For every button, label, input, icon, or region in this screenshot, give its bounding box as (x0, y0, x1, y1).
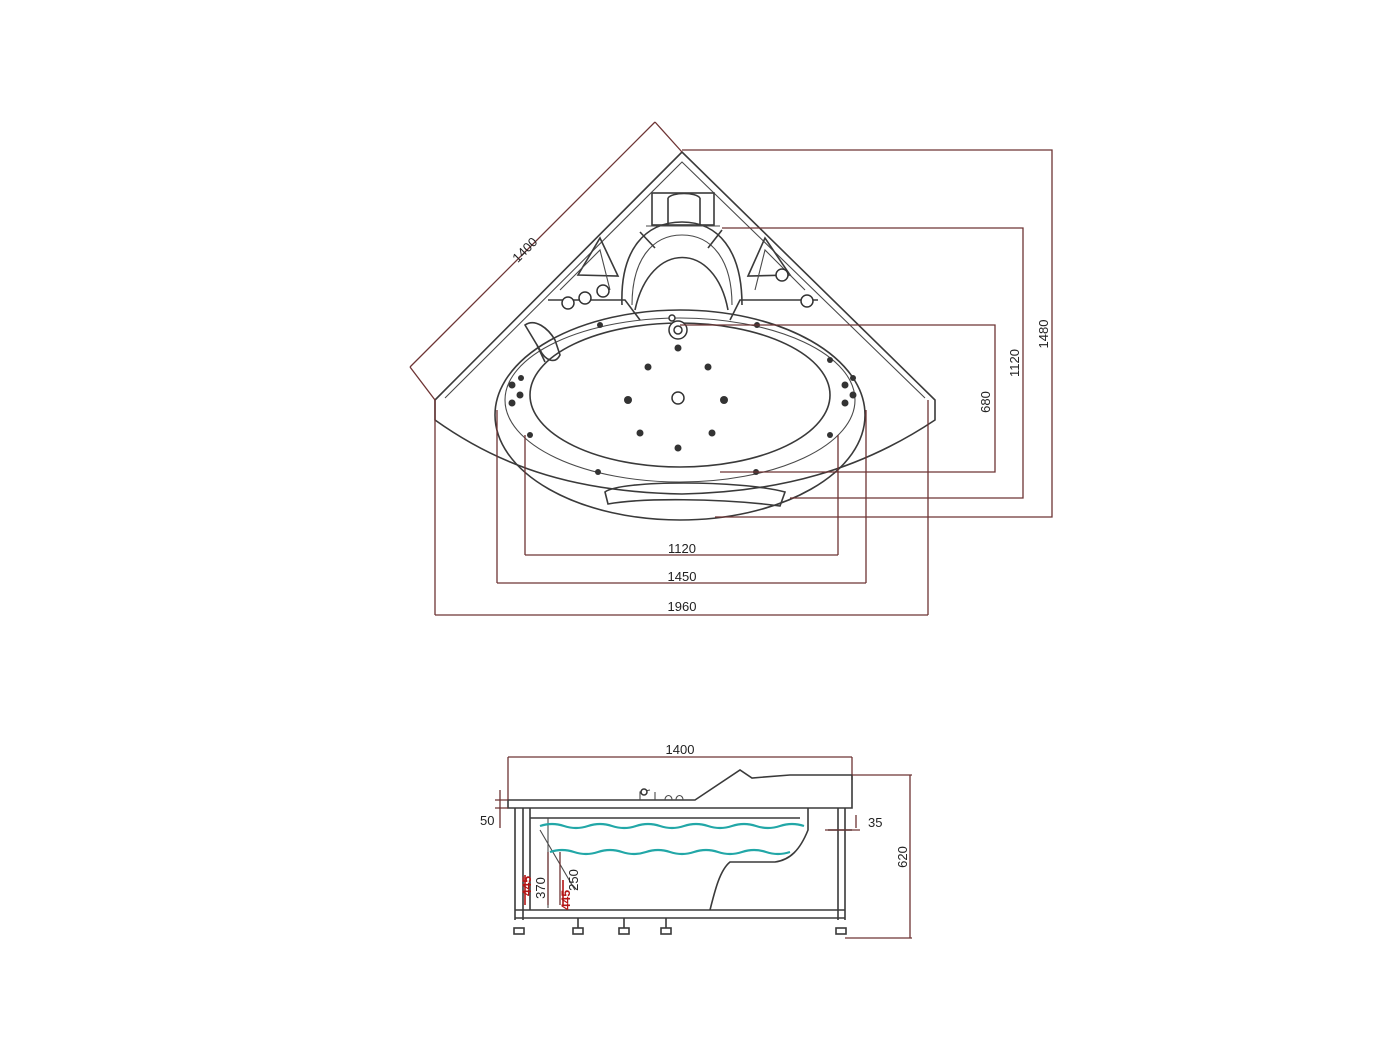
rim-50-label: 50 (480, 813, 494, 828)
headrest-front (604, 482, 787, 507)
side-frame (513, 808, 852, 935)
side-length-label: 1400 (666, 742, 695, 757)
dim-diag-label: 1400 (509, 234, 540, 265)
water-lines (539, 822, 805, 856)
waterfall-arch (621, 221, 743, 311)
height-620-label: 620 (895, 846, 910, 868)
dim-side-length: 1400 (507, 742, 853, 800)
dim-depth-1480: 1480 (682, 149, 1053, 518)
depth-1480-label: 1480 (1036, 320, 1051, 349)
spout-box (646, 192, 720, 227)
top-view: 1400 680 1120 1480 1120 1450 1960 (409, 121, 1053, 616)
floor-jets (624, 344, 728, 452)
width-1120-label: 1120 (668, 541, 696, 556)
seat-250-label: 250 (566, 869, 581, 891)
overflow-icon (668, 314, 688, 340)
dim-width-1450: 1450 (496, 410, 867, 584)
width-1960-label: 1960 (668, 599, 697, 614)
wall-jets (508, 322, 857, 475)
seat-markers: 445 445 370 250 (520, 852, 581, 910)
side-rim (507, 769, 853, 809)
depth-1120-label: 1120 (1007, 349, 1022, 377)
gap-35-label: 35 (868, 815, 882, 830)
tub-outline (434, 150, 936, 495)
hand-shower-icon (523, 321, 561, 363)
red-mark-1: 445 (520, 876, 534, 896)
dim-height-620: 620 (845, 774, 912, 939)
depth-680-label: 680 (978, 391, 993, 413)
width-1450-label: 1450 (668, 569, 697, 584)
dim-depth-680: 680 (680, 324, 996, 473)
tub-rim (494, 309, 866, 521)
dim-rim-50: 50 (480, 790, 508, 828)
red-mark-2: 445 (559, 890, 573, 910)
side-view: 1400 (480, 742, 912, 939)
mixer-taps (561, 229, 814, 310)
dim-width-1120: 1120 (524, 435, 839, 556)
seat-370-label: 370 (533, 877, 548, 899)
dim-depth-1120: 1120 (722, 227, 1024, 499)
right-panel (729, 236, 818, 321)
dim-width-1960: 1960 (434, 400, 929, 616)
dim-gap-35: 35 (825, 815, 882, 831)
